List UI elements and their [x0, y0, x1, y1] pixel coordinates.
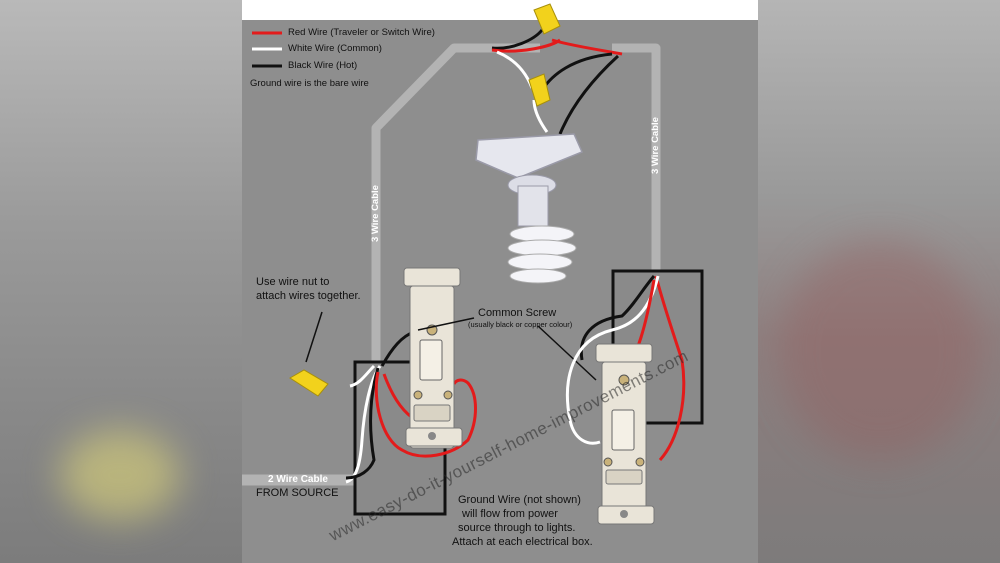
ground-note-line4: Attach at each electrical box.	[452, 536, 593, 548]
red-wire	[654, 275, 686, 462]
legend-black-label: Black Wire (Hot)	[288, 60, 358, 71]
ground-wire-note: Ground wire is the bare wire	[250, 78, 369, 89]
wire-nut-left	[289, 369, 329, 397]
from-source-label: FROM SOURCE	[256, 487, 339, 499]
black-wire	[345, 367, 380, 480]
red-wire	[551, 38, 623, 56]
black-wire	[558, 54, 620, 135]
two-wire-cable-label: 2 Wire Cable	[268, 474, 328, 485]
left-three-way-switch	[403, 267, 463, 449]
red-wire	[374, 371, 477, 458]
black-wire	[491, 28, 544, 50]
left-cable-label: 3 Wire Cable	[370, 185, 381, 242]
background-right	[756, 0, 1000, 563]
white-wire	[349, 364, 376, 388]
legend-white-label: White Wire (Common)	[288, 43, 382, 54]
wire-nut-middle	[528, 73, 551, 107]
common-screw-pointer-left	[417, 317, 475, 331]
right-three-way-switch	[595, 343, 655, 525]
light-fixture	[475, 133, 583, 227]
background-blur-spot	[780, 240, 980, 460]
wire-nut-note-line2: attach wires together.	[256, 290, 361, 302]
common-screw-pointer-right	[537, 325, 597, 381]
right-three-wire-cable	[612, 43, 661, 272]
background-blur-spot	[60, 430, 180, 520]
ground-note-line3: source through to lights.	[458, 522, 576, 534]
white-wire	[532, 99, 549, 133]
wire-nut-pointer	[305, 311, 323, 363]
ground-note-line2: will flow from power	[462, 508, 558, 520]
common-screw-note: (usually black or copper colour)	[468, 320, 573, 329]
common-screw-label: Common Screw	[478, 307, 557, 319]
light-bulb	[507, 225, 577, 284]
legend-red-label: Red Wire (Traveler or Switch Wire)	[288, 27, 435, 38]
right-cable-label: 3 Wire Cable	[650, 117, 661, 174]
wire-nut-note-line1: Use wire nut to	[256, 276, 330, 288]
wire-nut-top	[533, 3, 561, 35]
wiring-diagram: Red Wire (Traveler or Switch Wire) White…	[242, 0, 758, 563]
black-wire	[579, 275, 656, 361]
diagram-canvas	[242, 3, 758, 563]
ground-note-line1: Ground Wire (not shown)	[458, 494, 581, 506]
white-wire	[566, 275, 660, 445]
